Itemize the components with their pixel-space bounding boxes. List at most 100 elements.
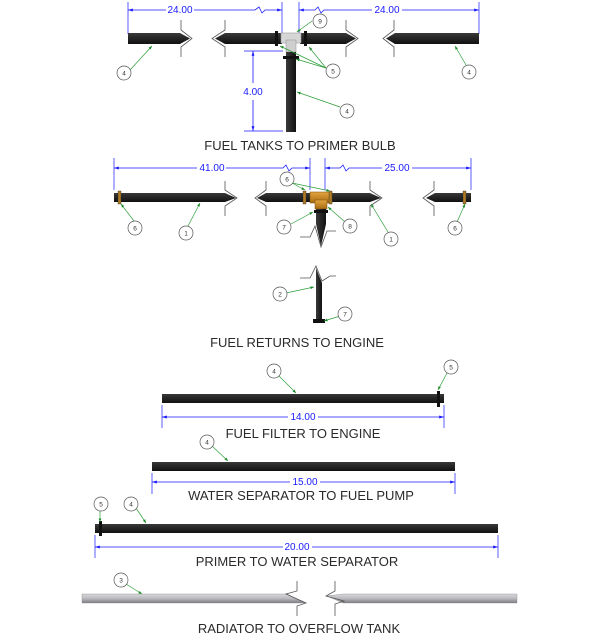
balloon-4: 4 (454, 45, 477, 80)
break-line (254, 181, 267, 216)
section-fuel-tanks-to-primer-bulb: 24.00 24.00 (116, 2, 479, 153)
balloon-6: 6 (120, 203, 143, 236)
svg-text:2: 2 (278, 292, 282, 299)
coolant-hose (81, 593, 306, 604)
fuel-hose (316, 268, 322, 322)
dimension-label: 41.00 (199, 163, 224, 174)
svg-text:4: 4 (272, 369, 276, 376)
dimension-20: 20.00 (95, 542, 498, 553)
break-line (300, 265, 336, 282)
svg-text:4: 4 (122, 71, 126, 78)
svg-text:8: 8 (348, 224, 352, 231)
svg-text:6: 6 (133, 226, 137, 233)
section-title: FUEL FILTER TO ENGINE (226, 426, 381, 441)
fuel-hose (286, 52, 296, 132)
hose-clamp (283, 56, 299, 59)
section-primer-to-water-separator: 20.00 5 4 PRIMER TO WATER SEPARATOR (93, 496, 498, 569)
section-title: FUEL TANKS TO PRIMER BULB (204, 138, 395, 153)
break-line (224, 181, 238, 216)
svg-text:7: 7 (343, 312, 347, 319)
section-radiator-to-overflow-tank: 3 RADIATOR TO OVERFLOW TANK (81, 572, 518, 636)
fuel-hose (386, 33, 479, 44)
dimension-41: 41.00 (114, 163, 310, 174)
dimension-15: 15.00 (152, 477, 455, 488)
hose-clamp (275, 31, 278, 46)
break-line (422, 181, 435, 216)
fuel-hose (152, 462, 455, 471)
svg-text:7: 7 (282, 225, 286, 232)
hose-clamp (99, 521, 102, 536)
tee-fitting (280, 32, 302, 53)
svg-text:4: 4 (467, 70, 471, 77)
hose-clamp (437, 391, 440, 407)
fuel-hose (128, 33, 190, 44)
hose-clamp (462, 190, 467, 205)
balloon-4: 4 (123, 496, 147, 524)
balloon-9: 9 (296, 13, 328, 33)
break-line (284, 581, 308, 616)
section-water-separator-to-fuel-pump: 15.00 4 WATER SEPARATOR TO FUEL PUMP (152, 434, 455, 503)
balloon-8: 8 (327, 206, 358, 234)
section-title: PRIMER TO WATER SEPARATOR (196, 554, 399, 569)
brass-tee-fitting (309, 191, 333, 210)
svg-text:9: 9 (318, 19, 322, 26)
svg-text:5: 5 (331, 69, 335, 76)
balloon-5: 5 (437, 359, 459, 391)
fuel-hose (215, 33, 282, 44)
fuel-hose (114, 193, 236, 202)
svg-text:3: 3 (119, 578, 123, 585)
balloon-4: 4 (296, 91, 355, 119)
balloon-4: 4 (116, 45, 153, 81)
fuel-hose (426, 193, 471, 202)
balloon-6: 6 (447, 203, 466, 236)
svg-text:4: 4 (205, 440, 209, 447)
fuel-hose (300, 33, 356, 44)
svg-text:6: 6 (285, 177, 289, 184)
section-title: FUEL RETURNS TO ENGINE (210, 335, 384, 350)
hose-clamp (304, 31, 307, 46)
hose-clamp (313, 319, 325, 323)
break-line (369, 181, 383, 216)
balloon-3: 3 (113, 572, 143, 595)
svg-text:1: 1 (389, 237, 393, 244)
dimension-label: 15.00 (292, 477, 317, 488)
coolant-hose (326, 593, 518, 604)
svg-text:1: 1 (184, 231, 188, 238)
dimension-label: 24.00 (374, 5, 399, 16)
svg-text:6: 6 (453, 226, 457, 233)
fuel-hose (162, 394, 444, 403)
hose-clamp (117, 190, 122, 205)
dimension-label: 20.00 (284, 542, 309, 553)
dimension-label: 25.00 (384, 163, 409, 174)
balloon-2: 2 (272, 286, 315, 302)
section-title: RADIATOR TO OVERFLOW TANK (198, 621, 401, 636)
balloon-4: 4 (266, 363, 297, 394)
svg-text:4: 4 (345, 109, 349, 116)
dimension-24-right: 24.00 (299, 5, 479, 16)
dimension-label: 24.00 (167, 5, 192, 16)
section-fuel-returns-to-engine: 41.00 25.00 6 (114, 158, 471, 350)
hose-clamp (328, 190, 333, 205)
break-line (324, 581, 346, 616)
dimension-label: 4.00 (243, 87, 263, 98)
dimension-14: 14.00 (162, 412, 444, 423)
fuel-hose (95, 524, 498, 533)
balloon-6: 6 (279, 171, 331, 192)
balloon-7: 7 (276, 211, 314, 235)
break-line (382, 20, 395, 57)
break-line (211, 20, 226, 57)
balloon-1: 1 (370, 203, 399, 247)
svg-text:5: 5 (449, 365, 453, 372)
balloon-5: 5 (279, 45, 341, 79)
svg-text:4: 4 (129, 502, 133, 509)
dimension-24-left: 24.00 (128, 5, 282, 16)
balloon-1: 1 (178, 202, 201, 241)
balloon-5: 5 (93, 496, 109, 522)
balloon-7: 7 (323, 306, 353, 322)
fuel-hose (316, 209, 326, 246)
svg-text:5: 5 (99, 502, 103, 509)
dimension-25: 25.00 (325, 163, 471, 174)
section-fuel-filter-to-engine: 14.00 4 5 FUEL FILTER TO ENGINE (162, 359, 459, 441)
dimension-4-vertical: 4.00 (243, 51, 263, 131)
